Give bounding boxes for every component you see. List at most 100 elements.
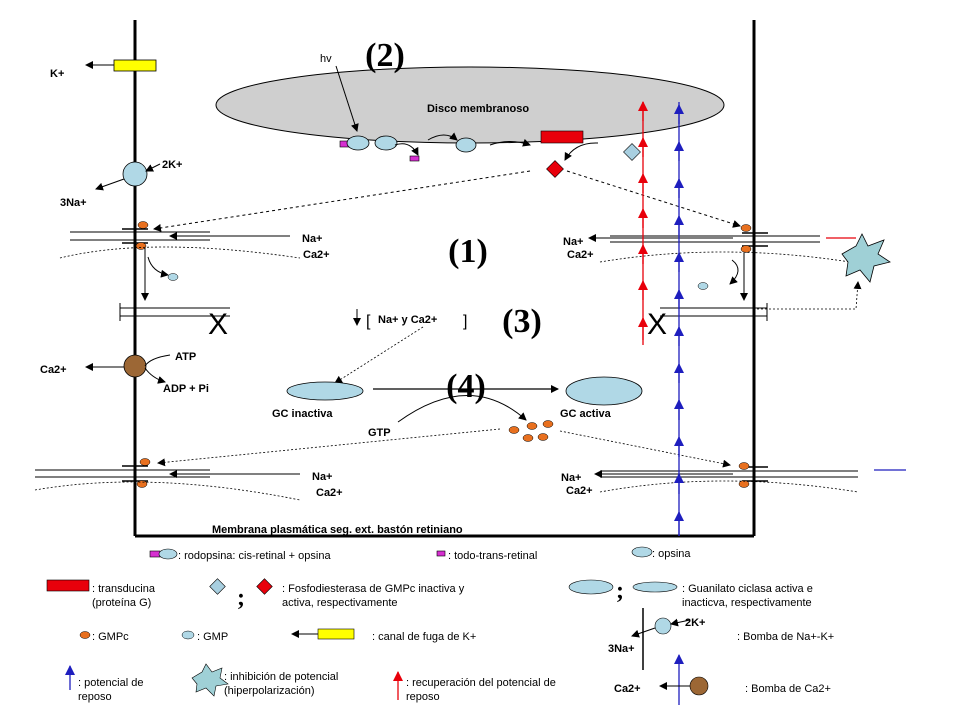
opsin [374,135,398,151]
legend-na-k-pump-icon [654,617,672,635]
gtp-conversion-arrow [397,395,527,423]
active-rhodopsin [455,137,477,153]
legend-rhodopsin-text: : rodopsina: cis-retinal + opsina [178,550,331,562]
cng-channel-left-upper [59,221,301,259]
legend-inhibition-text-1: : inhibición de potencial [224,671,338,683]
conc-bracket-open: [ [366,313,371,330]
x-mark-left: X [208,308,228,341]
legend-gc-active-icon [568,579,614,595]
gc-active-label: GC activa [560,408,612,420]
conc-ions-label: Na+ y Ca2+ [378,314,437,326]
gc-active [565,376,643,406]
k-in-arrow [145,163,161,172]
legend-transducin-icon [46,579,90,592]
left-membrane-proteins [85,59,171,384]
ca-to-gc-line [334,326,424,384]
legend-ca-ion-text: Ca2+ [614,683,641,695]
x-mark-right: X [647,308,667,341]
pde-inactive [623,143,641,161]
atp-arrow [144,354,171,367]
na-k-pump [122,161,148,187]
na-label-right-lower: Na+ [561,472,582,484]
activation-arrow [427,132,458,141]
gmpc-hydrolysis-arrow-right [729,259,739,285]
legend-transducin-text-1: : transducina [92,583,156,595]
legend-na-k-pump-text: : Bomba de Na+-K+ [737,631,834,643]
legend-gmp-icon [181,630,195,640]
legend-gc-inactive-icon [632,581,678,593]
hyperpolarization-burst [841,233,891,283]
gmpc-hydrolysis-arrow-left [147,256,169,278]
membrane-caption: Membrana plasmática seg. ext. bastón ret… [212,524,463,536]
cell-membrane [133,20,756,538]
legend-gmp-text: : GMP [197,631,228,643]
legend-na-out-arrow [631,627,656,638]
ca-label-right-lower: Ca2+ [566,485,593,497]
legend-k-in-arrow [670,618,691,627]
k-leak-channel [113,59,157,72]
disc-label: Disco membranoso [427,103,529,115]
bleach-arrow [394,143,419,156]
step-3-label: (3) [502,303,542,340]
legend-opsin-icon [631,546,653,558]
to-hyperpolarization-line [757,281,862,310]
adp-arrow [144,367,166,384]
legend-pde-text-2: activa, respectivamente [282,597,398,609]
na-out-arrow [95,178,125,191]
gmp-right [697,282,709,290]
legend-rhodopsin-tag [149,550,161,558]
legend-two-k-text: 2K+ [685,617,706,629]
two-k-label: 2K+ [162,159,183,171]
legend-recovery-text-1: : recuperación del potencial de [406,677,556,689]
legend-transducin-text-2: (proteína G) [92,597,151,609]
gmpc-to-right-channel [559,430,731,468]
gc-inactive [286,381,364,401]
ca-label-right-upper: Ca2+ [567,249,594,261]
legend [46,546,709,705]
photon-arrow [335,65,359,132]
legend-recovery-text-2: reposo [406,691,440,703]
gc-inactive-label: GC inactiva [272,408,333,420]
gmpc-to-left-channel [157,428,501,467]
legend-opsin-text: : opsina [652,548,691,560]
legend-gmpc-icon [79,631,91,639]
transducin [540,130,584,144]
na-label-left-lower: Na+ [312,471,333,483]
legend-hyperpolarization-icon [191,663,229,697]
legend-trans-retinal-text: : todo-trans-retinal [448,550,537,562]
legend-inhibition-text-2: (hiperpolarización) [224,685,315,697]
signal-to-right-channel [566,170,741,228]
to-pde-arrow [564,142,599,161]
legend-ca-pump-text: : Bomba de Ca2+ [745,683,831,695]
legend-pde-inactive-icon [209,578,226,595]
legend-leak-text: : canal de fuga de K+ [372,631,476,643]
step-2-label: (2) [365,37,405,74]
cng-channel-right-upper [588,224,856,263]
photon-label: hv [320,53,332,65]
cng-channel-left-lower [34,458,301,501]
closed-channel-right [660,303,768,321]
atp-label: ATP [175,351,196,363]
cng-channel-right-lower [594,462,906,493]
disc-cascade [339,130,641,178]
legend-rest-text-2: reposo [78,691,112,703]
legend-gc-separator: ; [616,578,624,604]
ca-label-left-lower: Ca2+ [316,487,343,499]
na-label-right-upper: Na+ [563,236,584,248]
step-4-label: (4) [446,368,486,405]
to-transducin-arrow [489,138,531,147]
ca-pump-label: Ca2+ [40,364,67,376]
legend-rhodopsin-icon [158,548,178,560]
conc-bracket-close: ] [463,313,467,330]
legend-pde-active-icon [256,578,273,595]
trans-retinal [409,155,420,162]
pde-active [546,160,564,178]
legend-gc-text-1: : Guanilato ciclasa activa e [682,583,813,595]
gtp-label: GTP [368,427,391,439]
signal-to-left-channel [153,170,531,232]
three-na-label: 3Na+ [60,197,87,209]
na-label-left-upper: Na+ [302,233,323,245]
legend-trans-retinal-icon [436,550,446,557]
legend-three-na-text: 3Na+ [608,643,635,655]
